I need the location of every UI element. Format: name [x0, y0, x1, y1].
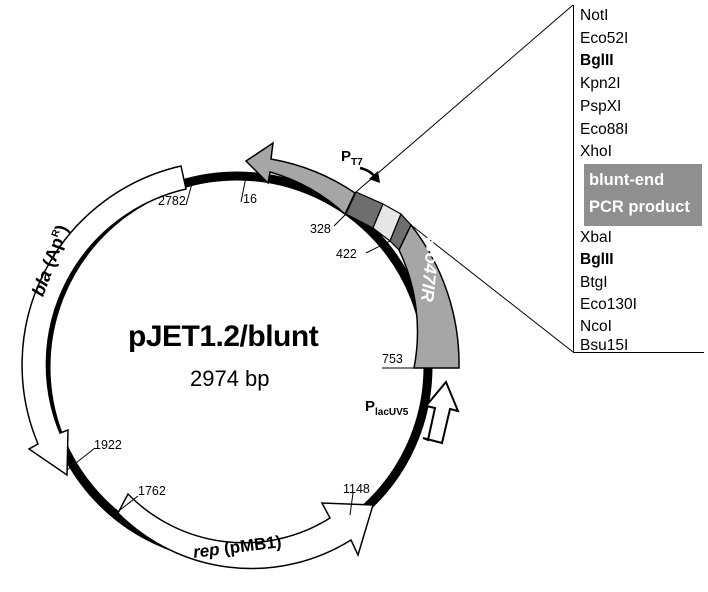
tick-1762	[119, 495, 139, 511]
insert-line-2: PCR product	[589, 198, 690, 216]
site-above-1: Eco52I	[580, 30, 629, 47]
pt7-main: P	[341, 148, 352, 165]
insert-line-1: blunt-end	[589, 171, 665, 189]
site-above-3: Kpn2I	[580, 75, 621, 92]
tick-328	[333, 213, 347, 227]
site-above-6: XhoI	[580, 143, 612, 160]
tick-16	[240, 171, 248, 203]
rep-feature-arrow	[117, 492, 374, 570]
site-above-5: Eco88I	[580, 121, 629, 138]
restriction-site-list: NotI Eco52I BglII Kpn2I PspXI Eco88I Xho…	[573, 5, 704, 354]
tick-422	[365, 240, 391, 254]
bla-feature-arrow	[21, 165, 187, 477]
gray-feature-arrow	[244, 141, 356, 216]
position-1922: 1922	[94, 438, 122, 452]
tick-2782	[185, 179, 194, 206]
position-328: 328	[310, 222, 331, 236]
pt7-sub: T7	[351, 157, 363, 168]
position-16: 16	[243, 192, 257, 206]
site-below-3: Eco130I	[580, 296, 637, 313]
eco47IR-feature	[398, 223, 460, 369]
placuv5-label: PlacUV5	[365, 398, 408, 418]
tick-1922	[66, 447, 96, 471]
site-below-2: BtgI	[580, 274, 608, 291]
placuv5-promoter-arrow	[422, 380, 460, 445]
tick-1148	[349, 492, 354, 516]
site-above-4: PspXI	[580, 98, 622, 115]
site-above-0: NotI	[580, 7, 609, 24]
site-below-4: NcoI	[580, 318, 612, 335]
pt7-label: PT7	[341, 148, 363, 168]
insert-label-box: blunt-end PCR product	[584, 164, 702, 226]
callout-line-lower	[410, 224, 574, 353]
position-753: 753	[382, 352, 403, 366]
position-2782: 2782	[158, 194, 186, 208]
site-above-2: BglII	[580, 52, 614, 69]
rep-name: rep	[192, 539, 221, 562]
plasmid-size: 2974 bp	[190, 366, 270, 391]
site-below-0: XbaI	[580, 229, 612, 246]
position-422: 422	[336, 247, 357, 261]
callout-line-upper	[355, 4, 574, 193]
position-1762: 1762	[138, 484, 166, 498]
position-1148: 1148	[343, 482, 370, 496]
site-below-5: Bsu15I	[580, 337, 629, 354]
plasmid-title: pJET1.2/blunt	[128, 320, 319, 353]
placuv5-sub: lacUV5	[375, 407, 409, 418]
placuv5-main: P	[365, 398, 376, 415]
site-below-1: BglII	[580, 251, 614, 268]
